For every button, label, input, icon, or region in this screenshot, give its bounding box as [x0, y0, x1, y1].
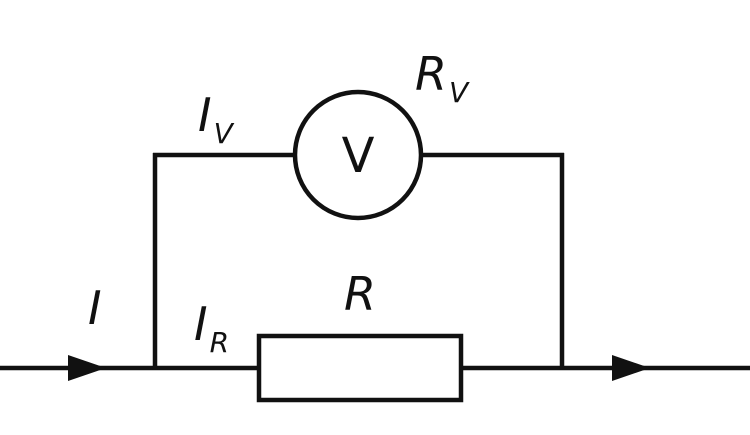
label-voltmeter-resistance-base: R — [415, 47, 447, 101]
label-resistor-current-base: I — [194, 297, 208, 351]
voltmeter-letter: V — [342, 128, 375, 184]
label-voltmeter-current: IV — [198, 88, 235, 150]
resistor-box — [256, 333, 464, 403]
label-voltmeter-current-base: I — [198, 88, 212, 142]
label-main-current: I — [88, 281, 102, 335]
label-voltmeter-resistance-sub: V — [449, 76, 470, 109]
voltmeter-circle — [292, 89, 424, 221]
current-arrow-left-icon — [68, 355, 106, 381]
label-voltmeter-current-sub: V — [214, 117, 235, 150]
current-arrow-right-icon — [612, 355, 650, 381]
label-resistor: R — [344, 267, 376, 321]
label-resistor-current: IR — [194, 297, 229, 359]
label-voltmeter-resistance: RV — [415, 47, 470, 109]
label-resistor-current-sub: R — [210, 326, 229, 359]
